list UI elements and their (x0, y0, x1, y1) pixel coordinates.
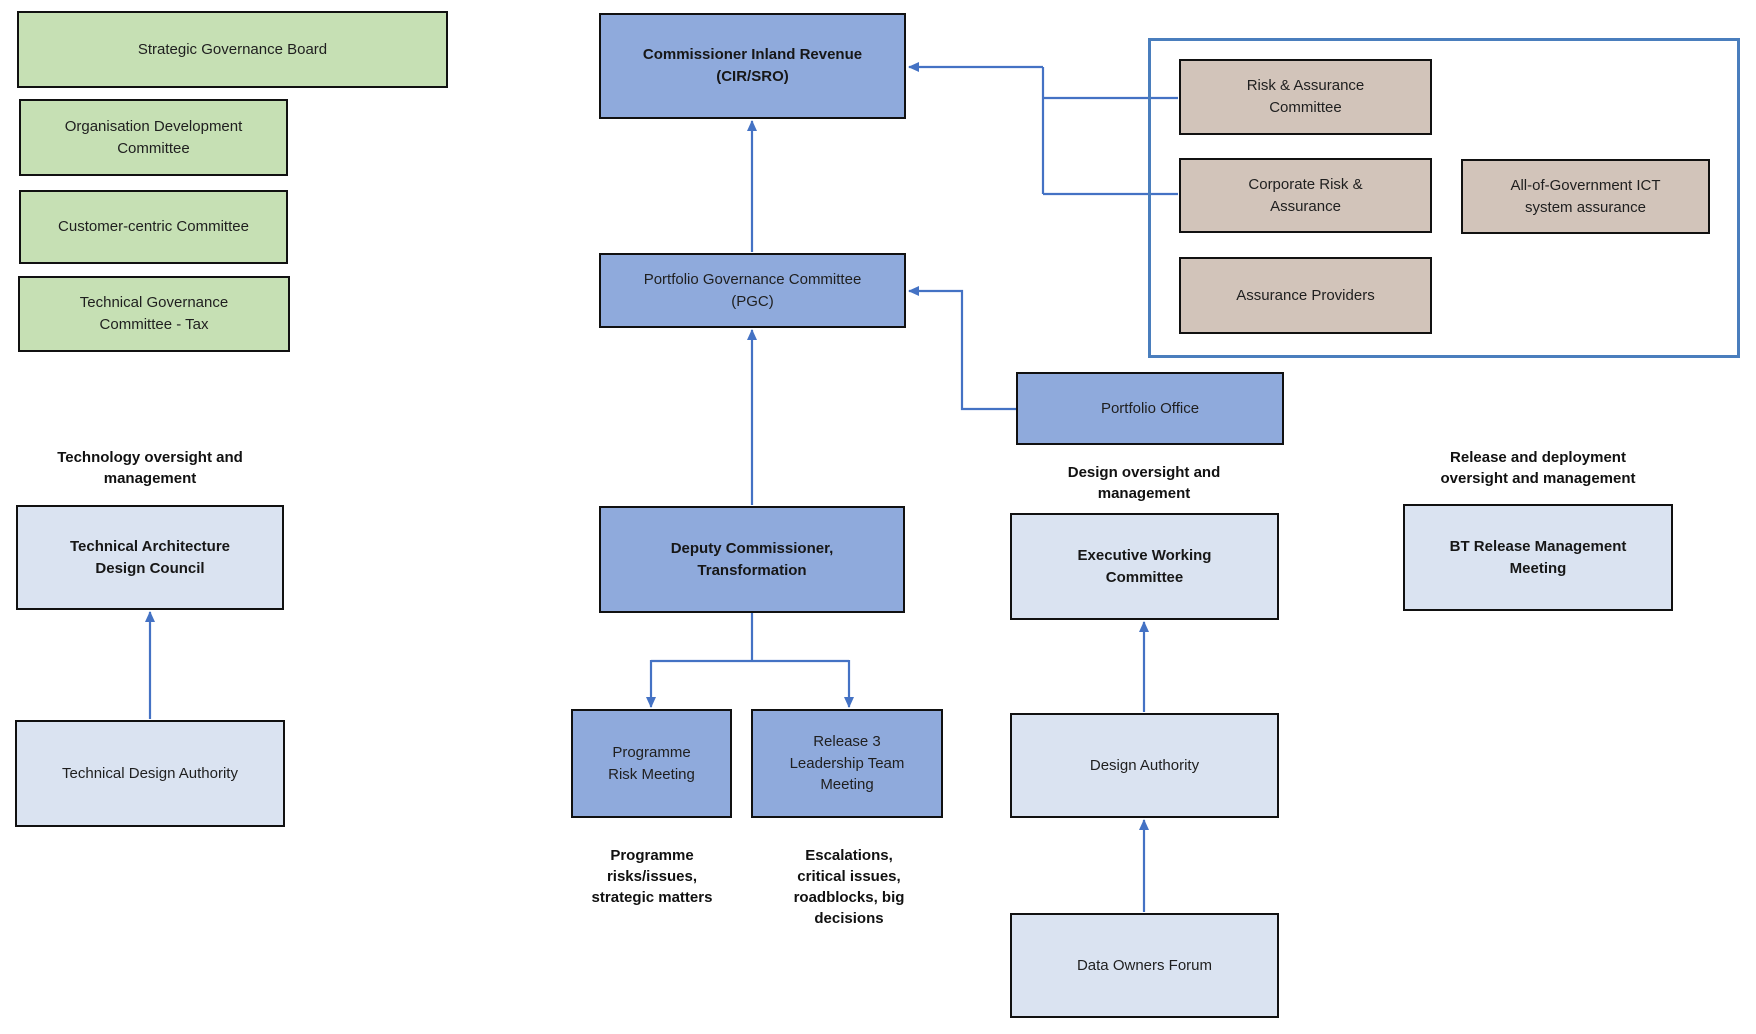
box-data-owners-forum: Data Owners Forum (1010, 913, 1279, 1018)
box-strategic-governance-board: Strategic Governance Board (17, 11, 448, 88)
box-commissioner-inland-revenue: Commissioner Inland Revenue (CIR/SRO) (599, 13, 906, 119)
box-technical-architecture-design-council: Technical Architecture Design Council (16, 505, 284, 610)
heading-release-deployment-oversight: Release and deployment oversight and man… (1440, 449, 1636, 487)
box-assurance-providers: Assurance Providers (1179, 257, 1432, 334)
box-portfolio-office: Portfolio Office (1016, 372, 1284, 445)
heading-design-oversight: Design oversight and management (1067, 464, 1221, 502)
box-risk-assurance-committee: Risk & Assurance Committee (1179, 59, 1432, 135)
box-release3-leadership-team-meeting: Release 3 Leadership Team Meeting (751, 709, 943, 818)
box-technical-governance-committee-tax: Technical Governance Committee - Tax (18, 276, 290, 352)
assurance-group-container (1148, 38, 1740, 358)
box-customer-centric-committee: Customer-centric Committee (19, 190, 288, 264)
box-aog-ict-system-assurance: All-of-Government ICT system assurance (1461, 159, 1710, 234)
box-design-authority: Design Authority (1010, 713, 1279, 818)
caption-release3: Escalations, critical issues, roadblocks… (793, 847, 905, 927)
connector-deputy-split (651, 613, 849, 663)
box-technical-design-authority: Technical Design Authority (15, 720, 285, 827)
caption-programme-risk: Programme risks/issues, strategic matter… (591, 847, 713, 906)
heading-technology-oversight: Technology oversight and management (57, 449, 243, 487)
box-bt-release-management-meeting: BT Release Management Meeting (1403, 504, 1673, 611)
box-deputy-commissioner-transformation: Deputy Commissioner, Transformation (599, 506, 905, 613)
box-executive-working-committee: Executive Working Committee (1010, 513, 1279, 620)
box-programme-risk-meeting: Programme Risk Meeting (571, 709, 732, 818)
box-portfolio-governance-committee: Portfolio Governance Committee (PGC) (599, 253, 906, 328)
connector-portfolio-office-to-pgc (908, 286, 1016, 411)
box-corporate-risk-assurance: Corporate Risk & Assurance (1179, 158, 1432, 233)
box-organisation-development-committee: Organisation Development Committee (19, 99, 288, 176)
